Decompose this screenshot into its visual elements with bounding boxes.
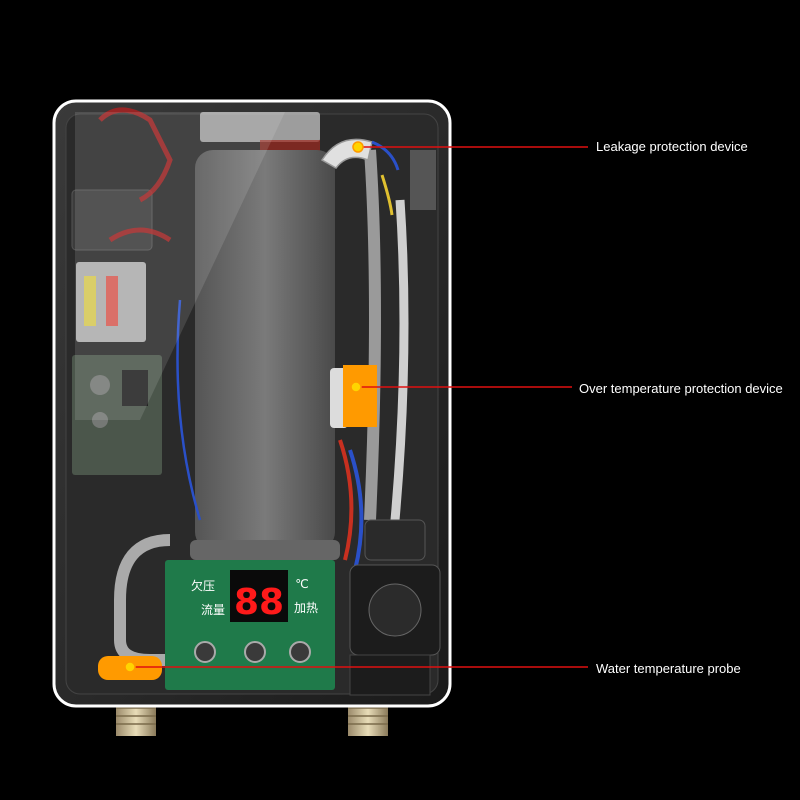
glass-reflection <box>75 112 285 420</box>
over-temp-device <box>330 365 377 428</box>
left-components <box>71 107 173 475</box>
leakage-dot <box>352 141 364 153</box>
pcb-knob-3 <box>289 641 311 663</box>
display-left-top: 欠压 <box>191 578 215 593</box>
display-left-bottom: 流量 <box>201 603 225 617</box>
over-temp-dot <box>350 381 362 393</box>
heating-cylinder <box>176 150 340 560</box>
probe-dot <box>124 661 136 673</box>
pcb-knob-2 <box>244 641 266 663</box>
water-probe-label: Water temperature probe <box>596 661 741 676</box>
display-unit: ℃ <box>295 577 308 591</box>
display-digits: 88 <box>234 582 284 623</box>
display-right-bottom: 加热 <box>294 601 318 615</box>
flow-valve <box>349 519 441 696</box>
right-tubing <box>338 149 436 571</box>
control-pcb: 欠压 流量 88 ℃ 加热 <box>165 560 335 690</box>
pcb-knob-1 <box>194 641 216 663</box>
over-temp-label: Over temperature protection device <box>579 381 783 396</box>
leakage-label: Leakage protection device <box>596 139 748 154</box>
